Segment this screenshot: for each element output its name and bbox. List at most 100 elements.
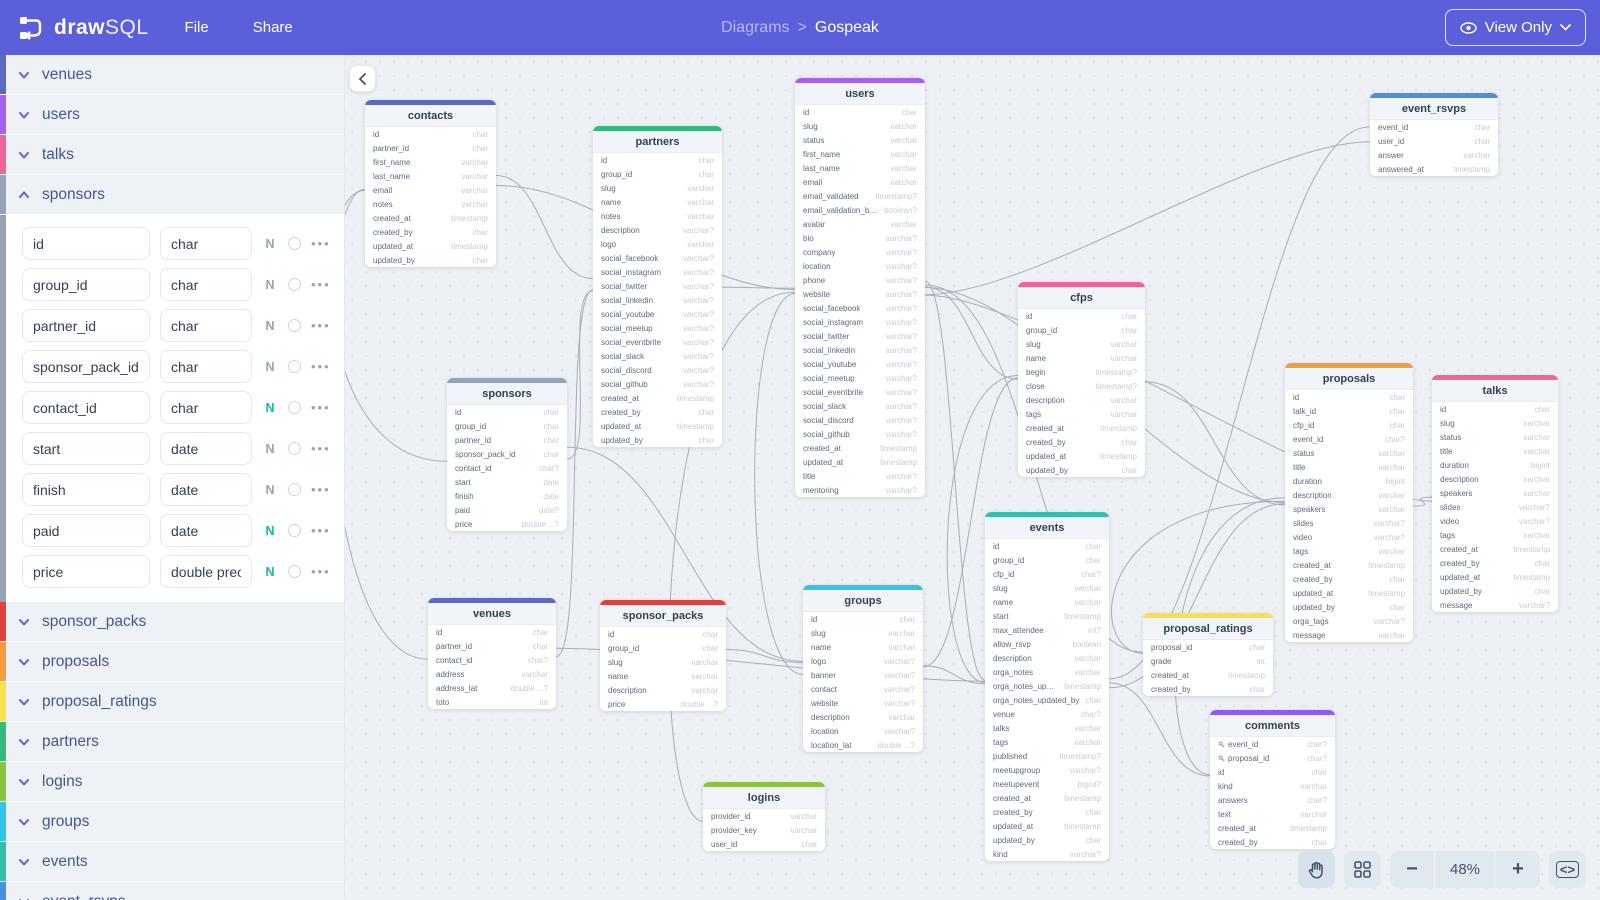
embed-code-button[interactable]: <>	[1549, 851, 1586, 888]
nullable-toggle[interactable]: N	[265, 400, 275, 415]
key-toggle[interactable]	[288, 278, 301, 291]
breadcrumb-parent[interactable]: Diagrams	[721, 18, 790, 36]
key-toggle[interactable]	[288, 483, 301, 496]
field-type-input[interactable]	[160, 555, 252, 588]
field-menu-button[interactable]: •••	[311, 441, 331, 456]
column-type: double ...?	[510, 683, 548, 693]
field-type-input[interactable]	[160, 227, 252, 260]
field-menu-button[interactable]: •••	[311, 400, 331, 415]
field-name-input[interactable]	[22, 350, 150, 383]
chevron-down-icon	[19, 858, 29, 865]
sidebar-item-groups[interactable]: groups	[0, 802, 344, 841]
field-menu-button[interactable]: •••	[311, 523, 331, 538]
key-toggle[interactable]	[288, 360, 301, 373]
sidebar-item-talks[interactable]: talks	[0, 135, 344, 174]
key-toggle[interactable]	[288, 442, 301, 455]
sidebar-item-venues[interactable]: venues	[0, 55, 344, 94]
field-name-input[interactable]	[22, 268, 150, 301]
brand[interactable]: drawSQL	[0, 15, 163, 41]
field-type-input[interactable]	[160, 268, 252, 301]
key-toggle[interactable]	[288, 565, 301, 578]
nullable-toggle[interactable]: N	[265, 277, 275, 292]
field-type-input[interactable]	[160, 350, 252, 383]
field-menu-button[interactable]: •••	[311, 318, 331, 333]
field-type-input[interactable]	[160, 432, 252, 465]
sidebar-item-logins[interactable]: logins	[0, 762, 344, 801]
nullable-toggle[interactable]: N	[265, 318, 275, 333]
field-menu-button[interactable]: •••	[311, 277, 331, 292]
key-toggle[interactable]	[288, 524, 301, 537]
key-toggle[interactable]	[288, 401, 301, 414]
field-name-input[interactable]	[22, 227, 150, 260]
field-type-input[interactable]	[160, 391, 252, 424]
sidebar-item-proposals[interactable]: proposals	[0, 642, 344, 681]
sidebar-item-proposal_ratings[interactable]: proposal_ratings	[0, 682, 344, 721]
zoom-out-button[interactable]: −	[1390, 851, 1434, 888]
zoom-in-button[interactable]: +	[1496, 851, 1540, 888]
view-only-button[interactable]: View Only	[1444, 9, 1586, 46]
sidebar-item-users[interactable]: users	[0, 95, 344, 134]
nullable-toggle[interactable]: N	[265, 236, 275, 251]
field-menu-button[interactable]: •••	[311, 359, 331, 374]
field-name-input[interactable]	[22, 555, 150, 588]
nullable-toggle[interactable]: N	[265, 564, 275, 579]
column-name: orga_notes	[993, 667, 1034, 677]
field-menu-button[interactable]: •••	[311, 482, 331, 497]
nullable-toggle[interactable]: N	[265, 482, 275, 497]
sidebar-item-sponsors[interactable]: sponsors	[0, 175, 344, 214]
menu-file[interactable]: File	[184, 19, 209, 36]
field-name-input[interactable]	[22, 473, 150, 506]
nullable-toggle[interactable]: N	[265, 523, 275, 538]
sidebar-item-events[interactable]: events	[0, 842, 344, 881]
column-type: char?	[1306, 753, 1327, 763]
field-menu-button[interactable]: •••	[311, 564, 331, 579]
sidebar-item-partners[interactable]: partners	[0, 722, 344, 761]
field-type-input[interactable]	[160, 473, 252, 506]
nullable-toggle[interactable]: N	[265, 359, 275, 374]
key-toggle[interactable]	[288, 237, 301, 250]
column-type: varchar	[687, 183, 714, 193]
field-type-input[interactable]	[160, 514, 252, 547]
sidebar-collapse-button[interactable]	[349, 65, 376, 92]
field-menu-button[interactable]: •••	[311, 236, 331, 251]
sidebar-item-event_rsvps[interactable]: event_rsvps	[0, 882, 344, 900]
field-name-input[interactable]	[22, 309, 150, 342]
column-name: id	[455, 407, 462, 417]
pan-tool-button[interactable]	[1298, 851, 1335, 888]
overview-grid-button[interactable]	[1344, 851, 1381, 888]
field-name-input[interactable]	[22, 391, 150, 424]
code-icon: <>	[1555, 861, 1580, 878]
column-type: int	[1256, 656, 1265, 666]
key-toggle[interactable]	[288, 319, 301, 332]
sidebar-item-sponsor_packs[interactable]: sponsor_packs	[0, 602, 344, 641]
menu-share[interactable]: Share	[252, 19, 293, 36]
nullable-toggle[interactable]: N	[265, 441, 275, 456]
field-type-input[interactable]	[160, 309, 252, 342]
field-name-input[interactable]	[22, 432, 150, 465]
field-name-input[interactable]	[22, 514, 150, 547]
column-name: created_at	[1218, 823, 1256, 833]
